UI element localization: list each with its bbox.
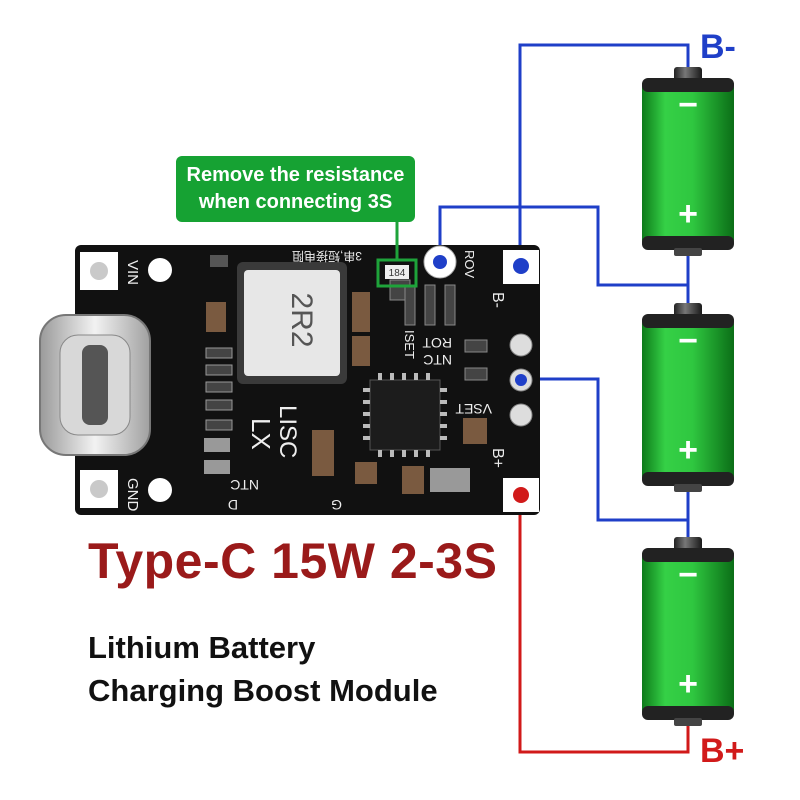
silk-ntc-bottom: NTC [230, 477, 259, 493]
wire-b-plus [518, 495, 690, 754]
battery-middle-plus: + [678, 431, 698, 469]
wire-b-minus [518, 43, 690, 265]
pad-mid-1 [509, 333, 533, 357]
silk-gnd: GND [124, 478, 141, 512]
silk-d: D [228, 497, 238, 513]
silk-lisc: LISC [274, 405, 301, 458]
smd-components [204, 255, 488, 494]
wire-mid-upper [438, 205, 688, 287]
silk-vin: VIN [124, 260, 141, 285]
terminal-b-plus-label: B+ [700, 732, 745, 770]
battery-middle: − + [642, 303, 734, 492]
silk-b-plus: B+ [489, 448, 506, 468]
silk-vset: VSET [455, 401, 492, 417]
silk-ntc: NTC [423, 352, 452, 368]
battery-bottom-minus: − [678, 556, 698, 594]
battery-top-minus: − [678, 86, 698, 124]
inductor-label: 2R2 [285, 292, 318, 347]
silk-chinese-note: 3串,短接电阻 [292, 249, 362, 264]
product-subtitle-line2: Charging Boost Module [88, 673, 438, 708]
silk-iset: ISET [402, 330, 417, 359]
battery-top-plus: + [678, 195, 698, 233]
silk-b-minus: B- [489, 292, 506, 308]
ic-chip [369, 379, 441, 451]
product-title: Type-C 15W 2-3S [88, 533, 498, 589]
silk-lx: LX [246, 418, 276, 450]
terminal-b-minus-label: B- [700, 28, 736, 66]
battery-top: − + [642, 67, 734, 256]
pcb-board: 2R2 [39, 222, 540, 515]
battery-middle-minus: − [678, 322, 698, 360]
resistor-code: 184 [389, 268, 406, 279]
battery-bottom: − + [642, 537, 734, 726]
silk-g: G [331, 497, 342, 513]
callout-line2: when connecting 3S [198, 191, 393, 213]
product-subtitle-line1: Lithium Battery [88, 630, 316, 665]
silk-rov: ROV [462, 250, 477, 279]
battery-bottom-plus: + [678, 665, 698, 703]
silk-rot: ROT [422, 335, 452, 351]
resistance-callout: Remove the resistance when connecting 3S [176, 156, 415, 222]
wire-mid-lower [522, 377, 688, 522]
callout-line1: Remove the resistance [186, 164, 405, 186]
